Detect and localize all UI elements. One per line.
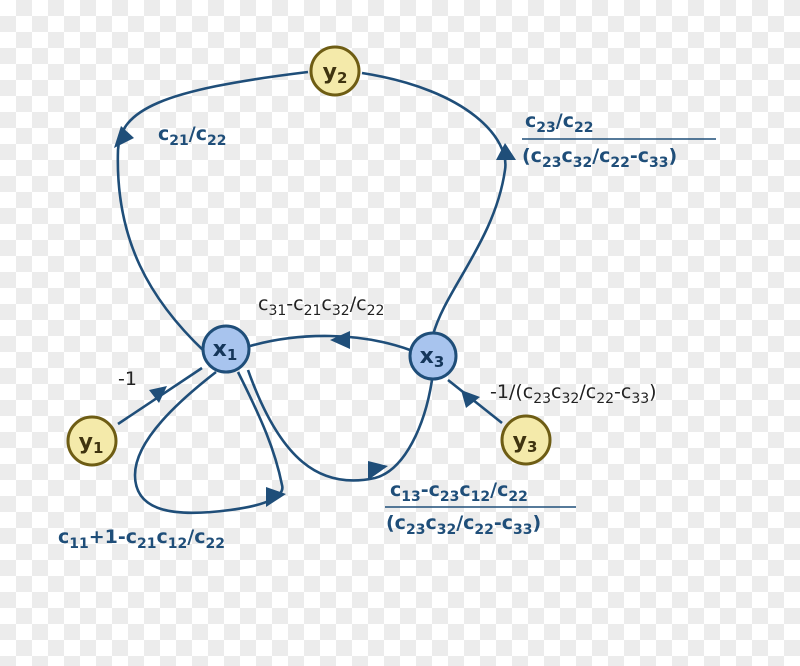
arrowhead-x1-self-loop xyxy=(266,487,286,507)
svg-text:x3: x3 xyxy=(420,344,445,371)
arrowhead-y2-x1 xyxy=(114,126,134,148)
label-x1-x3-denominator: (c23c32/c22-c33) xyxy=(386,512,541,538)
node-x3[interactable]: x3 xyxy=(408,331,458,381)
arrowhead-y2-x3 xyxy=(496,143,516,160)
label-y3-x3: -1/(c23c32/c22-c33) xyxy=(490,381,657,407)
edge-y2-x3 xyxy=(361,71,507,336)
label-x1-self-loop: c11+1-c21c12/c22 xyxy=(58,526,225,552)
arrowhead-x1-x3 xyxy=(368,461,388,480)
label-y1-x1: -1 xyxy=(118,368,137,390)
edge-y2-x1 xyxy=(116,70,309,353)
svg-text:y2: y2 xyxy=(323,60,348,87)
svg-text:y3: y3 xyxy=(513,429,538,456)
label-y2-x1: c21/c22 xyxy=(158,123,226,149)
arrowhead-y3-x3 xyxy=(461,390,480,408)
label-y2-x3-numerator: c23/c22 xyxy=(525,110,593,136)
arrowhead-y1-x1 xyxy=(149,386,167,403)
svg-text:y1: y1 xyxy=(79,430,104,457)
edge-y3-x3 xyxy=(447,378,503,425)
node-y1[interactable]: y1 xyxy=(66,415,118,467)
node-y2[interactable]: y2 xyxy=(309,45,361,97)
arrowhead-x3-x1 xyxy=(330,331,350,349)
label-y2-x3-denominator: (c23c32/c22-c33) xyxy=(522,145,677,171)
label-x3-x1: c31-c21c32/c22 xyxy=(258,293,384,319)
edge-x3-x1 xyxy=(249,334,411,352)
node-x1[interactable]: x1 xyxy=(201,324,251,374)
label-x1-x3-numerator: c13-c23c12/c22 xyxy=(390,479,528,505)
node-y3[interactable]: y3 xyxy=(500,414,552,466)
svg-text:x1: x1 xyxy=(213,337,238,364)
edge-x1-self-loop xyxy=(133,370,284,515)
